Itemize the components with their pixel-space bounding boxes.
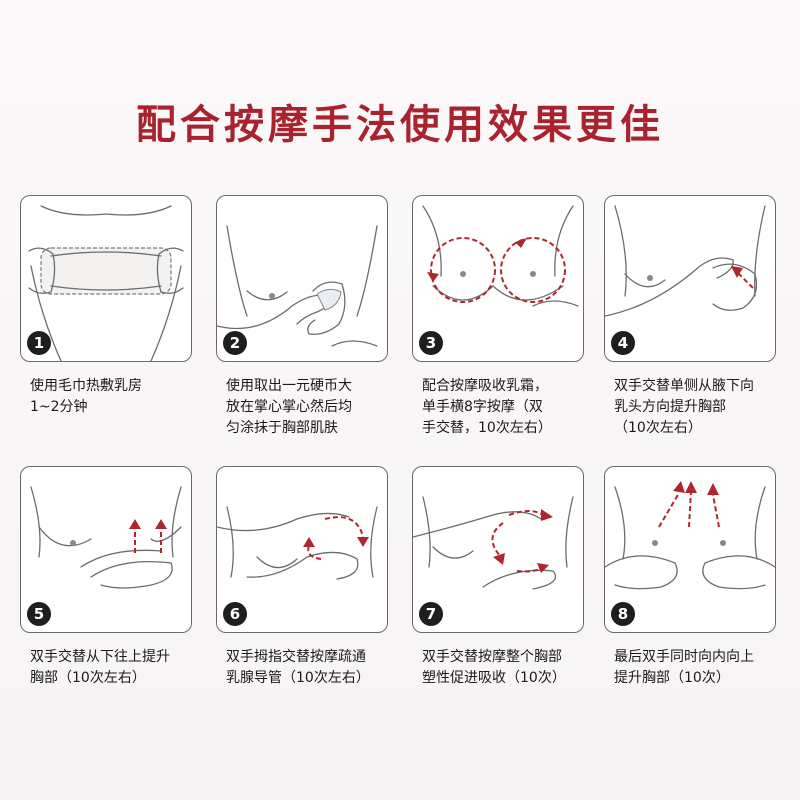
towel-compress-illustration: [28, 205, 184, 361]
step-6-caption: 双手拇指交替按摩疏通 乳腺导管（10次左右）: [226, 649, 370, 686]
step-3-badge: 3: [419, 331, 443, 355]
step-8-illustration: 8: [604, 466, 776, 633]
apply-cream-illustration: [217, 225, 378, 347]
step-6-illustration: 6: [216, 466, 388, 633]
step-2-illustration: 2: [216, 195, 388, 362]
step-1: 1 使用毛巾热敷乳房 1~2分钟: [20, 195, 192, 418]
step-8: 8 最后双手同时向内向上 提升胸部（10次）: [604, 466, 776, 689]
whole-breast-massage-illustration: [413, 496, 574, 590]
step-7-illustration: 7: [412, 466, 584, 633]
figure-eight-massage-illustration: [422, 205, 579, 307]
step-3: 3 配合按摩吸收乳霜， 单手横8字按摩（双 手交替，10次左右）: [412, 195, 584, 439]
inward-upward-lift-illustration: [605, 481, 775, 590]
step-6: 6 双手拇指交替按摩疏通 乳腺导管（10次左右）: [216, 466, 388, 689]
step-5-caption: 双手交替从下往上提升 胸部（10次左右）: [30, 649, 170, 686]
step-5-illustration: 5: [20, 466, 192, 633]
underarm-lift-illustration: [605, 205, 766, 317]
step-1-badge: 1: [27, 331, 51, 355]
step-1-illustration: 1: [20, 195, 192, 362]
step-4-illustration: 4: [604, 195, 776, 362]
bottom-up-lift-illustration: [30, 486, 182, 589]
step-8-caption: 最后双手同时向内向上 提升胸部（10次）: [614, 649, 754, 686]
step-5-badge: 5: [27, 602, 51, 626]
step-2: 2 使用取出一元硬币大 放在掌心掌心然后均 匀涂抹于胸部肌肤: [216, 195, 388, 439]
step-2-caption: 使用取出一元硬币大 放在掌心掌心然后均 匀涂抹于胸部肌肤: [226, 378, 352, 436]
step-1-caption: 使用毛巾热敷乳房 1~2分钟: [30, 378, 142, 415]
step-8-badge: 8: [611, 602, 635, 626]
step-7-caption: 双手交替按摩整个胸部 塑性促进吸收（10次）: [422, 649, 566, 686]
step-2-badge: 2: [223, 331, 247, 355]
thumb-massage-illustration: [217, 506, 378, 580]
step-3-illustration: 3: [412, 195, 584, 362]
step-4-caption: 双手交替单侧从腋下向 乳头方向提升胸部 （10次左右）: [614, 378, 754, 436]
step-7-badge: 7: [419, 602, 443, 626]
step-3-caption: 配合按摩吸收乳霜， 单手横8字按摩（双 手交替，10次左右）: [422, 378, 552, 436]
step-7: 7 双手交替按摩整个胸部 塑性促进吸收（10次）: [412, 466, 584, 689]
step-4: 4 双手交替单侧从腋下向 乳头方向提升胸部 （10次左右）: [604, 195, 776, 439]
step-4-badge: 4: [611, 331, 635, 355]
page-title: 配合按摩手法使用效果更佳: [136, 102, 664, 148]
step-5: 5 双手交替从下往上提升 胸部（10次左右）: [20, 466, 192, 689]
step-6-badge: 6: [223, 602, 247, 626]
